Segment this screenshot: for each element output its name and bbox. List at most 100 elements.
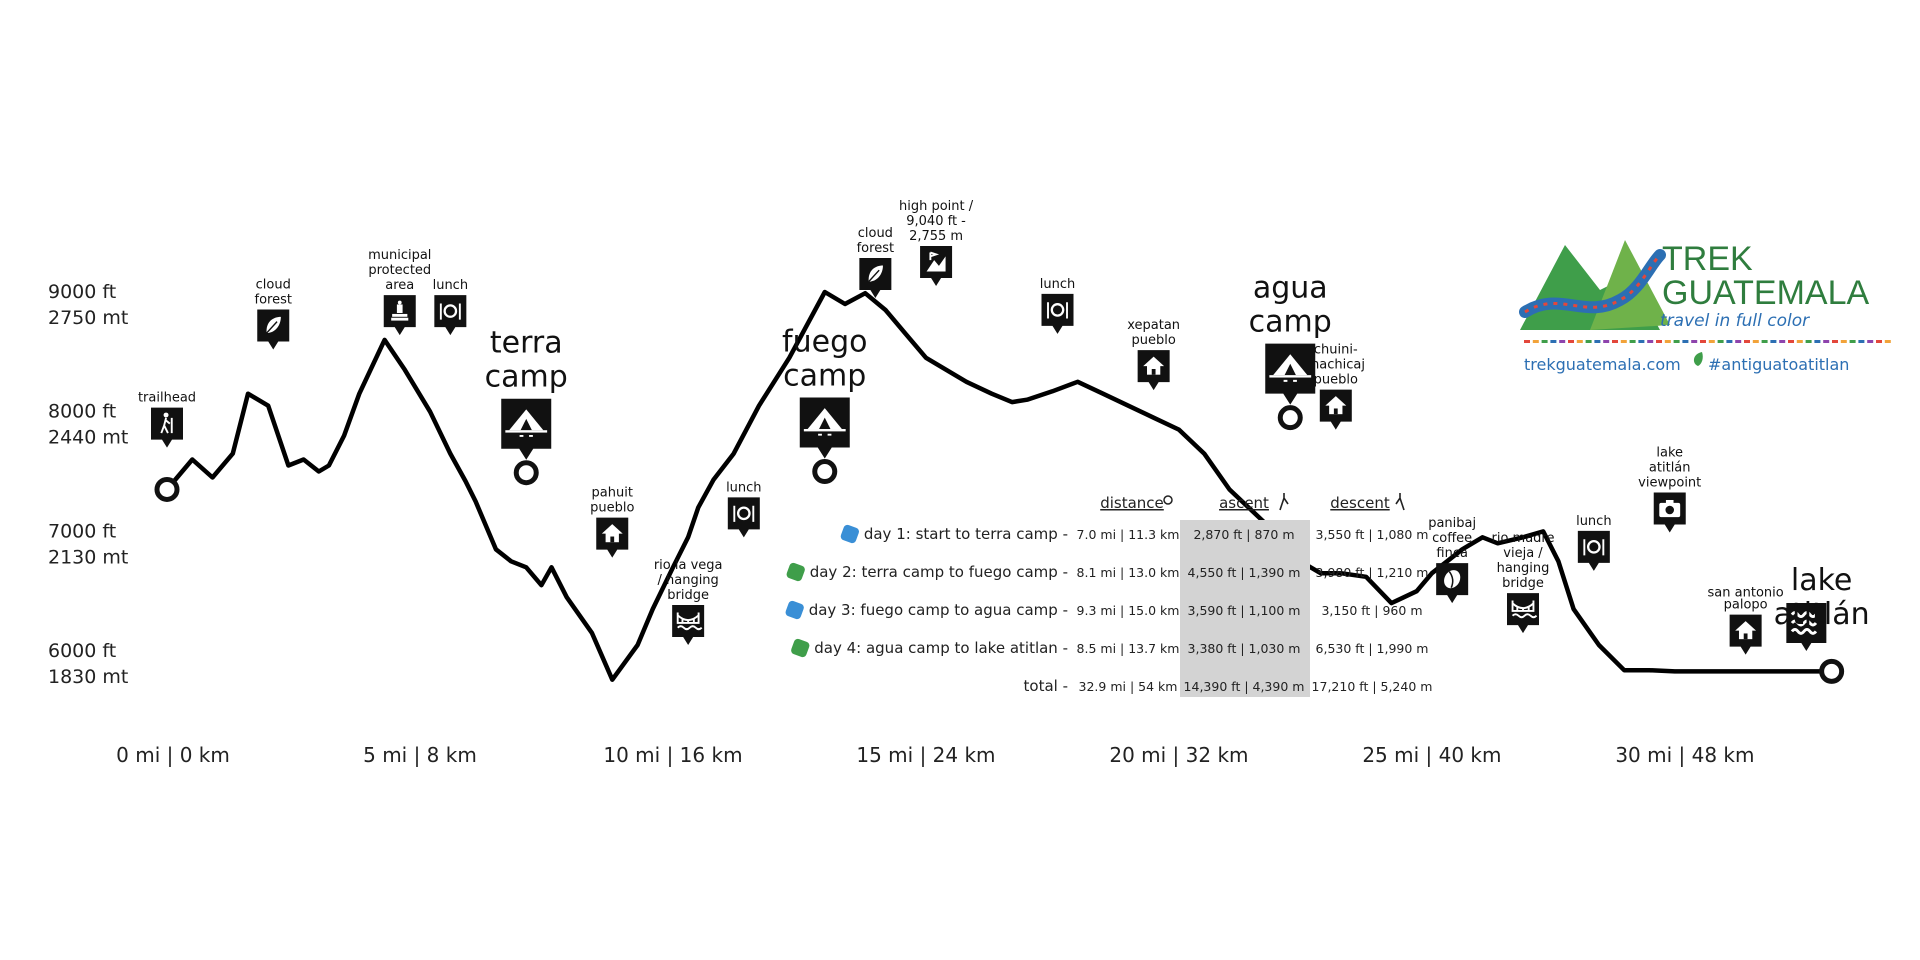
logo-line-2: GUATEMALA — [1662, 274, 1870, 312]
legend-distance: 32.9 mi | 54 km — [1079, 679, 1178, 694]
pin-label: pahuit — [592, 486, 633, 501]
pin-label: vieja / — [1503, 546, 1543, 561]
camp-circle — [1819, 658, 1845, 684]
x-tick-label: 25 mi | 40 km — [1362, 743, 1501, 767]
poi-pin: trailhead — [138, 391, 196, 448]
logo-stripe — [1664, 340, 1671, 343]
pin-label: high point / — [899, 199, 974, 214]
x-tick-label: 20 mi | 32 km — [1109, 743, 1248, 767]
pin-label: lunch — [726, 480, 761, 495]
logo-stripe — [1805, 340, 1812, 343]
logo-stripe — [1620, 340, 1627, 343]
logo-stripe — [1541, 340, 1548, 343]
pin-label: rio madre — [1492, 531, 1555, 546]
pin-label: lunch — [1576, 514, 1611, 529]
logo-stripe — [1708, 340, 1715, 343]
legend-row: day 3: fuego camp to agua camp -9.3 mi |… — [785, 600, 1423, 620]
camp-label: terra — [490, 326, 563, 361]
legend-descent: 17,210 ft | 5,240 m — [1312, 679, 1433, 694]
legend-row-label: day 3: fuego camp to agua camp - — [809, 601, 1068, 619]
tent-icon — [1269, 354, 1312, 382]
day-badge-icon — [785, 600, 804, 620]
logo-stripe — [1726, 340, 1733, 343]
descent-header: descent — [1330, 494, 1390, 512]
logo-stripe — [1823, 340, 1830, 343]
pin-label: chuini- — [1314, 343, 1358, 358]
logo-hashtag: #antiguatoatitlan — [1708, 355, 1849, 374]
x-tick-label: 10 mi | 16 km — [603, 743, 742, 767]
logo-tagline: travel in full color — [1660, 311, 1810, 331]
x-tick-label: 0 mi | 0 km — [116, 743, 230, 767]
logo-stripe — [1532, 340, 1539, 343]
pin-label: bridge — [1502, 576, 1544, 591]
day-badge-icon — [791, 638, 810, 658]
descent-icon — [1395, 493, 1405, 511]
house-icon — [1735, 621, 1757, 640]
pin-label: 2,755 m — [909, 229, 963, 244]
logo-website: trekguatemala.com — [1524, 355, 1681, 374]
bridge-icon — [1511, 600, 1538, 619]
legend-distance: 7.0 mi | 11.3 km — [1077, 527, 1180, 542]
pin-label: area — [385, 278, 414, 293]
pin-label: hanging — [1497, 561, 1550, 576]
logo-stripe — [1858, 340, 1865, 343]
logo-stripe — [1647, 340, 1654, 343]
pin-label: rio la vega — [654, 558, 723, 573]
legend-row: day 4: agua camp to lake atitlan -8.5 mi… — [791, 638, 1429, 658]
pin-label: finca — [1436, 546, 1468, 561]
logo-line-1: TREK — [1662, 240, 1753, 278]
pin-label: forest — [255, 292, 292, 307]
legend-row-label: day 4: agua camp to lake atitlan - — [814, 639, 1068, 657]
logo-stripe — [1594, 340, 1601, 343]
pin-label: viewpoint — [1638, 476, 1701, 491]
poi-pin: high point /9,040 ft -2,755 m — [899, 199, 974, 287]
logo-stripe — [1735, 340, 1742, 343]
camp-label: camp — [485, 360, 568, 395]
legend-row-label: day 1: start to terra camp - — [864, 525, 1068, 543]
logo-stripe — [1682, 340, 1689, 343]
logo-stripe — [1814, 340, 1821, 343]
logo-stripe — [1603, 340, 1610, 343]
logo-stripe — [1612, 340, 1618, 343]
legend-descent: 3,980 ft | 1,210 m — [1316, 565, 1429, 580]
legend-row: day 2: terra camp to fuego camp -8.1 mi … — [786, 562, 1429, 582]
logo-stripe — [1796, 340, 1803, 343]
pin-label: forest — [857, 241, 894, 256]
point-of-interest-markers: trailheadcloudforestmunicipalprotectedar… — [138, 199, 1827, 655]
legend-row-label: total - — [1024, 677, 1068, 695]
utensils-icon — [1047, 302, 1068, 319]
river-pattern — [1524, 253, 1662, 314]
pin-marker — [1507, 593, 1539, 634]
poi-pin: lunch — [433, 278, 468, 336]
y-tick-label-mt: 2130 mt — [48, 546, 128, 568]
logo-stripe — [1550, 340, 1557, 343]
water-icon — [1790, 611, 1818, 635]
house-icon — [1325, 396, 1347, 415]
camp-label: camp — [1249, 305, 1332, 340]
pin-marker — [1577, 530, 1610, 571]
leaf-icon — [266, 316, 281, 334]
logo-stripe — [1849, 340, 1856, 343]
legend-ascent: 4,550 ft | 1,390 m — [1188, 565, 1301, 580]
utensils-icon — [1583, 539, 1605, 556]
logo-stripe — [1673, 340, 1680, 343]
legend-descent: 3,550 ft | 1,080 m — [1316, 527, 1429, 542]
house-icon — [1143, 356, 1165, 375]
legend-descent: 6,530 ft | 1,990 m — [1316, 641, 1429, 656]
logo-leaf-icon — [1693, 352, 1703, 366]
distance-icon — [1163, 495, 1173, 505]
logo-stripe — [1576, 340, 1583, 343]
camp-circle — [1277, 405, 1303, 431]
logo-stripe — [1788, 340, 1794, 343]
pin-label: pueblo — [1131, 333, 1175, 348]
